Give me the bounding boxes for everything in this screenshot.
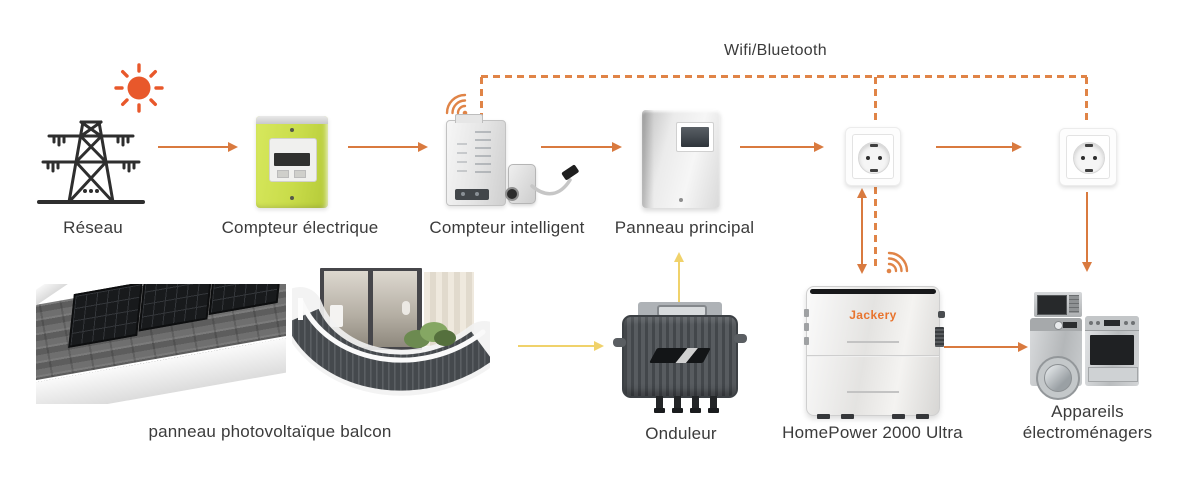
arrow-intelligent-to-panneau (541, 142, 622, 152)
socket-earth-contact (870, 168, 878, 172)
inverter-connector-left (613, 338, 626, 347)
homepower-model-text (847, 341, 899, 343)
clamp-cable (530, 164, 579, 196)
meter-lcd (274, 153, 310, 166)
meter-display-panel (269, 138, 317, 182)
label-compteur-electrique: Compteur électrique (221, 218, 379, 237)
plant-icon (434, 330, 456, 346)
meter-button (277, 170, 289, 178)
socket-earth-contact (1085, 144, 1093, 147)
homepower-foot (892, 414, 905, 419)
socket-earth-contact (1085, 169, 1093, 172)
sun-icon (114, 63, 164, 113)
inverter-cable-port (654, 396, 665, 413)
homepower-side-tab (804, 309, 809, 317)
homepower-top-strip (810, 289, 936, 294)
meter-led (290, 128, 294, 132)
meter-seal (290, 196, 294, 200)
socket-pin (1081, 156, 1085, 160)
homepower-model-text (847, 391, 899, 393)
module-markings (457, 143, 467, 177)
wifi-bluetooth-label: Wifi/Bluetooth (724, 42, 827, 59)
arrow-compteur-to-intelligent (348, 142, 428, 152)
compteur-intelligent-device (446, 114, 506, 206)
panel-screw (679, 198, 683, 202)
transmission-tower-icon (37, 120, 145, 204)
meter-top-cap (256, 116, 328, 124)
homepower-side-knob (938, 311, 945, 318)
solar-panel (68, 284, 143, 348)
homepower-side-vent (935, 327, 944, 347)
module-terminal-block (455, 189, 489, 200)
socket-pin (1093, 156, 1097, 160)
panneau-principal-device (642, 110, 720, 208)
wifi-dashed-drop-homepower (874, 187, 877, 268)
wifi-dashed-drop-outlet2 (1085, 77, 1088, 125)
wifi-icon-smart-meter (445, 93, 468, 116)
wifi-icon-homepower (886, 251, 909, 274)
washing-machine-icon (1030, 318, 1082, 400)
meter-button (294, 170, 306, 178)
pv-balcony-photo (292, 264, 490, 412)
oven-icon (1085, 316, 1139, 386)
label-appareils: Appareils électroménagers (1022, 402, 1153, 442)
appliances-group (1028, 290, 1142, 400)
label-pv-balcon: panneau photovoltaïque balcon (148, 422, 392, 441)
homepower-side-tab (804, 323, 809, 331)
socket-pin (866, 155, 870, 160)
inverter-cable-port (672, 396, 683, 413)
arrow-prise1-homepower-bidirectional (857, 188, 867, 274)
label-homepower: HomePower 2000 Ultra (782, 423, 963, 442)
balcony-pv-railing (292, 287, 490, 396)
socket-icon (1073, 142, 1105, 174)
homepower-foot (916, 414, 929, 419)
arrow-panneau-to-prise1 (740, 142, 824, 152)
homepower-seam (807, 355, 939, 357)
socket-earth-contact (870, 143, 878, 147)
socket-pin (878, 155, 882, 160)
socket-icon (858, 141, 890, 174)
arrow-reseau-to-compteur (158, 142, 238, 152)
homepower-foot (817, 414, 830, 419)
inverter-cable-port (708, 396, 719, 413)
arrow-homepower-to-appareils (944, 342, 1028, 352)
inverter-label-window (649, 348, 711, 363)
arrow-prise1-to-prise2 (936, 142, 1022, 152)
homepower-device: Jackery (804, 286, 945, 419)
homepower-foot (841, 414, 854, 419)
solar-panel (138, 284, 214, 332)
inverter-connector-right (734, 334, 747, 343)
homepower-side-tab (804, 337, 809, 345)
arrow-prise2-to-appareils (1082, 192, 1092, 272)
wall-outlet-2 (1059, 128, 1117, 186)
wall-outlet-1 (845, 127, 901, 186)
onduleur-device (613, 302, 747, 414)
label-reseau: Réseau (63, 218, 123, 237)
label-compteur-intelligent: Compteur intelligent (429, 218, 585, 237)
arrow-onduleur-to-panneau (674, 252, 684, 303)
wifi-dashed-drop-outlet1 (874, 77, 877, 125)
arrow-pv-to-onduleur (518, 341, 604, 351)
label-onduleur: Onduleur (645, 424, 717, 443)
inverter-cable-port (690, 396, 701, 413)
microwave-icon (1034, 292, 1082, 317)
panel-window (676, 122, 714, 152)
wifi-dashed-line-horizontal (481, 75, 1087, 78)
solar-panel (208, 284, 284, 315)
module-markings (475, 131, 491, 179)
wifi-dashed-drop-smart-meter (480, 77, 483, 118)
current-clamp (505, 164, 536, 204)
jackery-logo: Jackery (849, 308, 897, 322)
label-panneau-principal: Panneau principal (614, 218, 755, 237)
pv-roof-photo (36, 284, 286, 404)
compteur-electrique-device (256, 116, 328, 208)
